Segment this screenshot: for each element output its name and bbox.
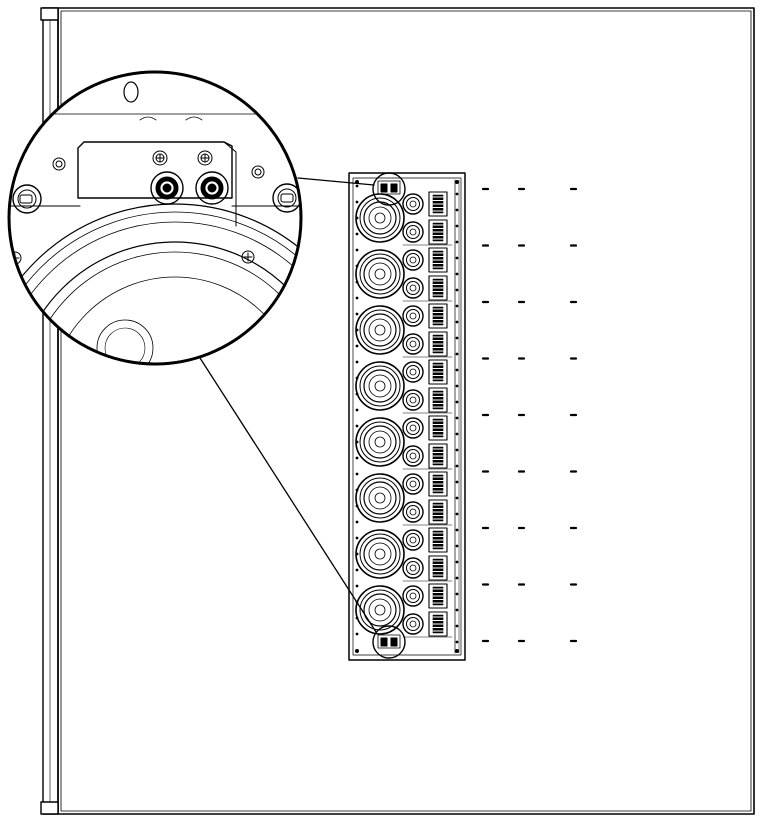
driver-module-1 xyxy=(355,191,453,246)
midrange-3-2 xyxy=(402,333,424,355)
detail-magnified-view xyxy=(7,70,303,366)
tweeter-slot-3-2 xyxy=(428,331,448,357)
midrange-7-1 xyxy=(402,529,424,551)
midrange-8-2 xyxy=(402,613,424,635)
leader-lines xyxy=(199,177,377,633)
midrange-1-1 xyxy=(402,193,424,215)
woofer-surround-arcs xyxy=(9,203,301,364)
binding-post-positive xyxy=(195,171,229,205)
tweeter-slot-4-1 xyxy=(428,359,448,385)
driver-module-3 xyxy=(355,303,453,358)
left-connector xyxy=(12,184,42,214)
woofer-5 xyxy=(355,417,405,467)
midrange-4-1 xyxy=(402,361,424,383)
driver-module-2 xyxy=(355,247,453,302)
tweeter-slot-3-1 xyxy=(428,303,448,329)
tweeter-slot-1-2 xyxy=(428,219,448,245)
tweeter-slot-2-1 xyxy=(428,247,448,273)
woofer-6 xyxy=(355,473,405,523)
plate-screw-right xyxy=(197,150,213,166)
tweeter-slot-1-1 xyxy=(428,191,448,217)
driver-module-5 xyxy=(355,415,453,470)
midrange-8-1 xyxy=(402,585,424,607)
detail-circle-border xyxy=(7,70,303,366)
midrange-2-1 xyxy=(402,249,424,271)
midrange-4-2 xyxy=(402,389,424,411)
midrange-6-2 xyxy=(402,501,424,523)
tweeter-slot-4-2 xyxy=(428,387,448,413)
tweeter-slot-5-1 xyxy=(428,415,448,441)
tweeter-slot-8-2 xyxy=(428,611,448,637)
speaker-panel xyxy=(348,172,466,661)
top-highlight-circle xyxy=(372,172,406,206)
woofer-3 xyxy=(355,305,405,355)
midrange-7-2 xyxy=(402,557,424,579)
bottom-highlight-circle xyxy=(372,625,406,659)
woofer-4 xyxy=(355,361,405,411)
panel-screws xyxy=(355,180,459,653)
cabinet-frame xyxy=(40,7,755,815)
tweeter-slot-6-1 xyxy=(428,471,448,497)
tweeter-slot-5-2 xyxy=(428,443,448,469)
driver-module-8 xyxy=(355,583,453,638)
top-terminal-block xyxy=(377,180,401,195)
midrange-2-2 xyxy=(402,277,424,299)
driver-module-6 xyxy=(355,471,453,526)
woofer-8 xyxy=(355,585,405,635)
tweeter-slot-2-2 xyxy=(428,275,448,301)
midrange-5-1 xyxy=(402,417,424,439)
woofer-7 xyxy=(355,529,405,579)
driver-module-7 xyxy=(355,527,453,582)
midrange-3-1 xyxy=(402,305,424,327)
callout-ticks xyxy=(481,187,578,643)
driver-module-4 xyxy=(355,359,453,414)
woofer-2 xyxy=(355,249,405,299)
tweeter-slot-6-2 xyxy=(428,499,448,525)
midrange-1-2 xyxy=(402,221,424,243)
midrange-5-2 xyxy=(402,445,424,467)
binding-post-negative xyxy=(150,171,184,205)
tweeter-slot-7-1 xyxy=(428,527,448,553)
woofer-screw-right xyxy=(241,250,255,264)
plate-screw-left xyxy=(152,150,168,166)
midrange-6-1 xyxy=(402,473,424,495)
driver-modules xyxy=(355,191,453,638)
tweeter-slot-7-2 xyxy=(428,555,448,581)
bottom-terminal-block xyxy=(377,634,401,649)
right-connector xyxy=(272,183,301,213)
tweeter-slot-8-1 xyxy=(428,583,448,609)
